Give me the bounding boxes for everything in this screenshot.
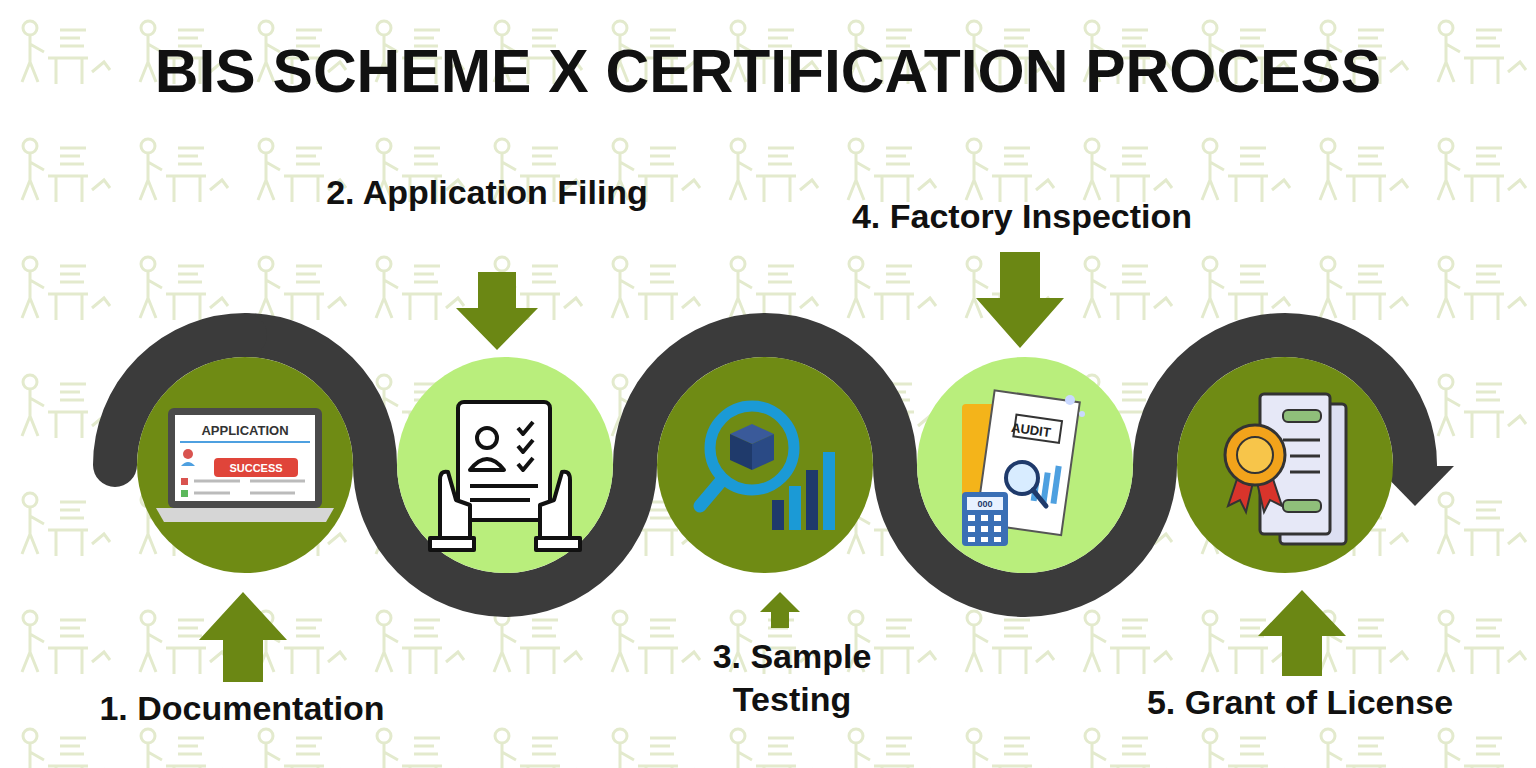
- form-icon: [430, 402, 580, 550]
- step-circle: 3. Sample Testing: [657, 357, 873, 573]
- step-label: 1. Documentation: [99, 687, 384, 730]
- step-label: 4. Factory Inspection: [852, 195, 1192, 238]
- step-label: 3. Sample Testing: [687, 635, 897, 720]
- laptop-icon: [156, 408, 334, 522]
- icon-text: APPLICATION: [201, 423, 288, 438]
- certificate-icon: [1225, 394, 1346, 544]
- icon-text: AUDIT: [1010, 420, 1051, 440]
- testing-icon: [700, 406, 835, 530]
- icon-text: SUCCESS: [229, 462, 282, 474]
- step-label: 2. Application Filing: [326, 171, 648, 214]
- pointer-arrows: [199, 252, 1346, 682]
- step-label: 5. Grant of License: [1147, 681, 1453, 724]
- diagram-title: BIS SCHEME X CERTIFICATION PROCESS: [0, 38, 1536, 105]
- audit-icon: [962, 390, 1085, 546]
- icon-text: 000: [977, 499, 992, 509]
